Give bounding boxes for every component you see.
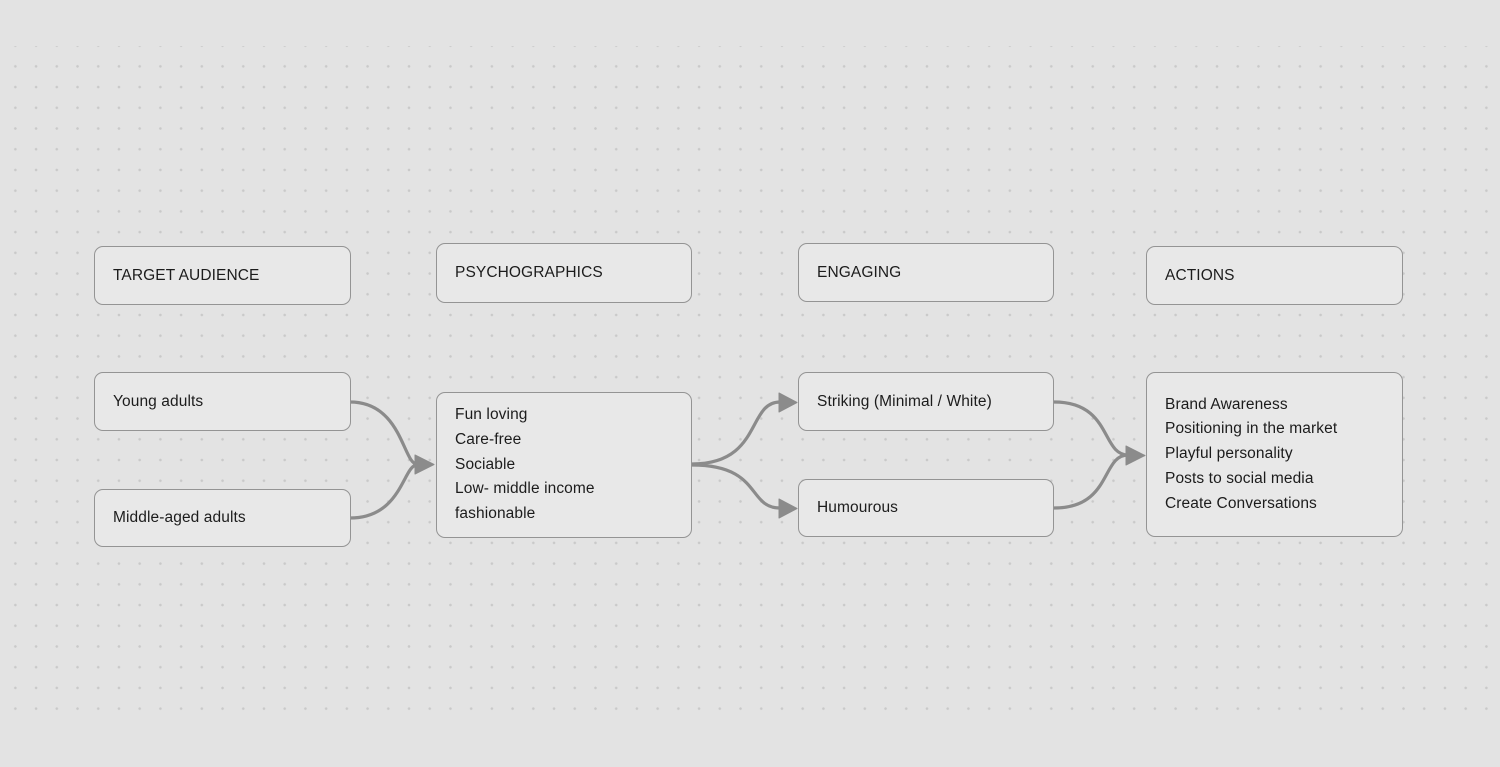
connector-humourous-to-actions[interactable] xyxy=(1052,453,1130,510)
trait-line: Sociable xyxy=(455,455,516,473)
trait-line: Care-free xyxy=(455,430,522,448)
header-target-audience[interactable]: TARGET AUDIENCE xyxy=(94,246,351,305)
trait-line: Fun loving xyxy=(455,406,528,424)
arrowhead-icon xyxy=(778,498,798,519)
node-actions-list[interactable]: Brand Awareness Positioning in the marke… xyxy=(1146,372,1403,537)
node-young-adults[interactable]: Young adults xyxy=(94,372,351,431)
node-striking[interactable]: Striking (Minimal / White) xyxy=(798,372,1054,431)
connector-young-adults-to-psychographics[interactable] xyxy=(348,400,419,466)
action-line: Positioning in the market xyxy=(1165,420,1338,438)
connector-psychographics-to-striking[interactable] xyxy=(690,400,782,466)
header-target-audience-label: TARGET AUDIENCE xyxy=(113,266,260,284)
connector-striking-to-actions[interactable] xyxy=(1052,400,1130,457)
action-line: Create Conversations xyxy=(1165,494,1317,512)
connector-psychographics-to-humourous[interactable] xyxy=(690,463,782,510)
header-psychographics-label: PSYCHOGRAPHICS xyxy=(455,264,603,281)
action-line: Posts to social media xyxy=(1165,469,1314,487)
arrowhead-icon xyxy=(778,392,798,413)
connector-middle-aged-to-psychographics[interactable] xyxy=(348,463,419,520)
header-actions[interactable]: ACTIONS xyxy=(1146,246,1403,305)
trait-line: Low- middle income xyxy=(455,480,595,498)
header-actions-label: ACTIONS xyxy=(1165,266,1235,284)
node-humourous-label: Humourous xyxy=(817,499,899,516)
header-psychographics[interactable]: PSYCHOGRAPHICS xyxy=(436,243,692,303)
node-striking-label: Striking (Minimal / White) xyxy=(817,392,992,410)
node-middle-aged-adults-label: Middle-aged adults xyxy=(113,509,246,526)
node-middle-aged-adults[interactable]: Middle-aged adults xyxy=(94,489,351,547)
header-engaging-label: ENGAGING xyxy=(817,263,902,281)
node-young-adults-label: Young adults xyxy=(113,392,204,410)
node-psychographics-traits[interactable]: Fun loving Care-free Sociable Low- middl… xyxy=(436,392,692,538)
trait-line: fashionable xyxy=(455,505,536,523)
node-humourous[interactable]: Humourous xyxy=(798,479,1054,537)
action-line: Playful personality xyxy=(1165,445,1293,463)
action-line: Brand Awareness xyxy=(1165,395,1288,413)
header-engaging[interactable]: ENGAGING xyxy=(798,243,1054,302)
arrowhead-icon xyxy=(414,454,435,475)
arrowhead-icon xyxy=(1125,445,1146,466)
